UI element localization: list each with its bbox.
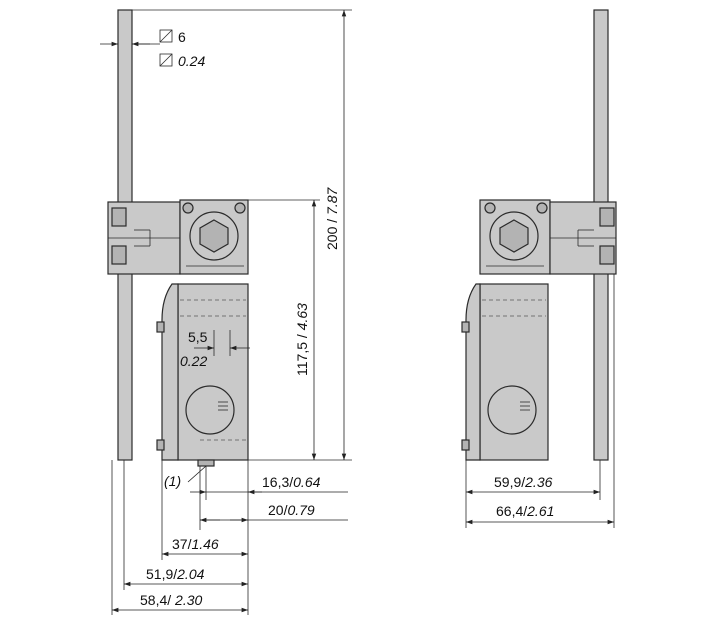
- dimension-51-9: 51,9/2.04: [124, 566, 248, 587]
- dim-51-9-mm: 51,9: [146, 566, 173, 582]
- left-lever-clamp: [107, 201, 181, 275]
- dim-59-9-in: 2.36: [524, 474, 552, 490]
- dimension-58-4: 58,4/ 2.30: [112, 592, 248, 613]
- dim-51-9-in: 2.04: [176, 566, 204, 582]
- svg-text:66,4/2.61: 66,4/2.61: [496, 503, 554, 519]
- dim-66-4-mm: 66,4: [496, 503, 523, 519]
- dim-5-5-mm: 5,5: [188, 329, 208, 345]
- dim-20-in: 0.79: [287, 502, 314, 518]
- svg-text:58,4/ 2.30: 58,4/ 2.30: [140, 592, 202, 608]
- right-hex-screw-icon: [499, 219, 529, 253]
- dim-37-in: 1.46: [191, 536, 218, 552]
- dim-117-mm: 117,5: [294, 342, 310, 376]
- note-callout: (1): [164, 465, 207, 489]
- dim-58-4-mm: 58,4: [140, 592, 167, 608]
- section-in-label: 0.24: [178, 53, 205, 69]
- note-label: (1): [164, 473, 181, 489]
- dimension-5-5: 5,5 0.22: [180, 329, 250, 369]
- dim-200-in: 7.87: [324, 187, 340, 215]
- left-body: [156, 283, 249, 467]
- left-cable-entry-icon: [185, 385, 235, 435]
- dim-37-mm: 37: [172, 536, 188, 552]
- svg-text:200 / 7.87: 200 / 7.87: [324, 187, 340, 250]
- dimension-20: 20/0.79: [200, 502, 348, 523]
- dim-20-mm: 20: [268, 502, 284, 518]
- dimension-59-9: 59,9/2.36: [466, 474, 600, 495]
- left-view: 6 0.24 200 / 7.87 117,5 / 4.63: [100, 9, 352, 615]
- section-mm-label: 6: [178, 29, 186, 45]
- dim-66-4-in: 2.61: [526, 503, 554, 519]
- dim-59-9-mm: 59,9: [494, 474, 521, 490]
- svg-text:37/1.46: 37/1.46: [172, 536, 219, 552]
- right-body: [461, 283, 549, 461]
- dim-200-mm: 200: [324, 226, 340, 250]
- right-head: [479, 199, 551, 275]
- svg-text:20/0.79: 20/0.79: [268, 502, 315, 518]
- left-head: [179, 199, 249, 275]
- dimension-37: 37/1.46: [162, 536, 248, 557]
- dim-16-3-in: 0.64: [293, 474, 320, 490]
- svg-text:59,9/2.36: 59,9/2.36: [494, 474, 553, 490]
- right-view: 59,9/2.36 66,4/2.61: [461, 9, 617, 528]
- dim-117-in: 4.63: [294, 303, 310, 330]
- dim-5-5-in: 0.22: [180, 353, 207, 369]
- right-lever-clamp: [549, 201, 617, 275]
- svg-text:51,9/2.04: 51,9/2.04: [146, 566, 205, 582]
- dimension-66-4: 66,4/2.61: [466, 503, 614, 525]
- section-callout: 6 0.24: [100, 29, 205, 69]
- dim-16-3-mm: 16,3: [262, 474, 289, 490]
- dimension-16-3: 16,3/0.64: [190, 474, 348, 495]
- right-cable-entry-icon: [487, 385, 537, 435]
- dim-58-4-in: 2.30: [174, 592, 202, 608]
- dimension-117-5: 117,5 / 4.63: [294, 200, 317, 460]
- svg-text:16,3/0.64: 16,3/0.64: [262, 474, 321, 490]
- left-hex-screw-icon: [199, 219, 229, 253]
- dimension-200: 200 / 7.87: [324, 10, 347, 460]
- svg-text:117,5 / 4.63: 117,5 / 4.63: [294, 303, 310, 376]
